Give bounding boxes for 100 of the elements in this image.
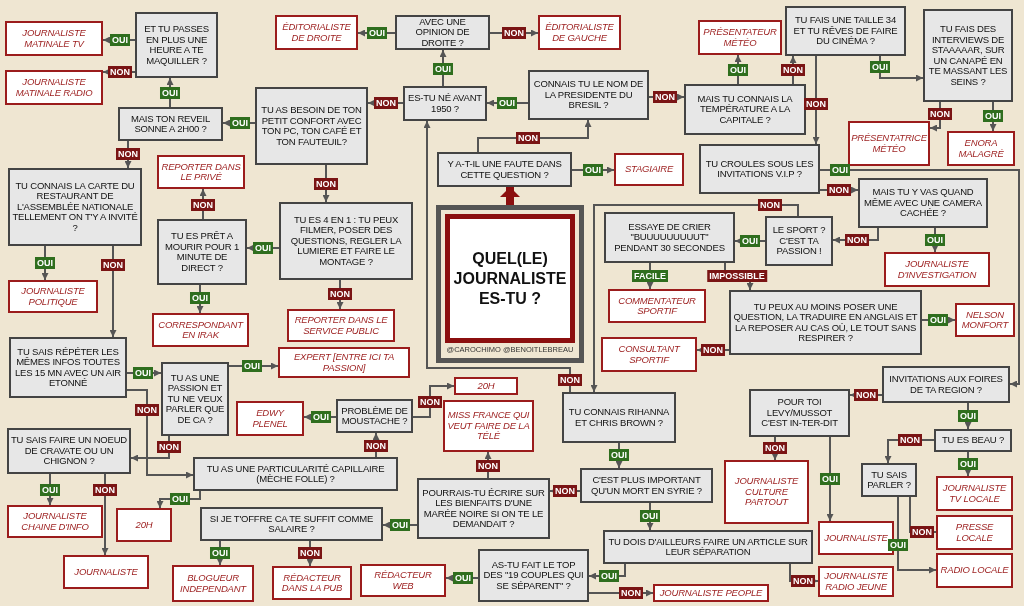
answer-box bbox=[936, 553, 1013, 588]
edge-label: OUI bbox=[190, 292, 210, 304]
answer-box bbox=[955, 303, 1015, 337]
answer-box bbox=[443, 400, 534, 452]
edge-label: NON bbox=[763, 442, 787, 454]
connector-arrow bbox=[336, 279, 344, 310]
edge-label: NON bbox=[558, 374, 582, 386]
answer-box bbox=[698, 20, 782, 55]
answer-box bbox=[8, 280, 98, 313]
edge-label: NON bbox=[314, 178, 338, 190]
answer-text: EXPERT [ENTRE ICI TA PASSION] bbox=[292, 352, 396, 373]
connector-arrow bbox=[322, 164, 330, 203]
answer-text: ÉDITORIALISTE DE DROITE bbox=[281, 22, 352, 43]
connector-arrow bbox=[306, 540, 314, 567]
question-box bbox=[8, 168, 142, 246]
edge-label: NON bbox=[928, 108, 952, 120]
connector-arrow bbox=[897, 496, 937, 574]
answer-box bbox=[172, 565, 254, 602]
answer-box bbox=[947, 131, 1015, 166]
edge-label: OUI bbox=[242, 360, 262, 372]
answer-text: JOURNALISTE MATINALE RADIO bbox=[14, 77, 94, 98]
answer-box bbox=[5, 70, 103, 105]
answer-box bbox=[7, 505, 103, 538]
answer-text: JOURNALISTE bbox=[74, 566, 138, 578]
answer-text: JOURNALISTE PEOPLE bbox=[659, 587, 763, 599]
answer-box bbox=[236, 401, 304, 436]
answer-text: RÉDACTEUR WEB bbox=[373, 570, 433, 591]
answer-box bbox=[275, 15, 358, 50]
edge-label: OUI bbox=[925, 234, 945, 246]
edge-label: OUI bbox=[583, 164, 603, 176]
question-box bbox=[699, 144, 820, 194]
connector-arrow bbox=[484, 451, 492, 479]
connector-arrow bbox=[101, 473, 109, 556]
question-text: TU SAIS FAIRE UN NOEUD DE CRAVATE OU UN CHIGNON ? bbox=[11, 435, 127, 467]
edge-label: NON bbox=[191, 199, 215, 211]
connector-arrow bbox=[819, 169, 1020, 388]
edge-label: OUI bbox=[609, 449, 629, 461]
connector-arrow bbox=[199, 188, 207, 220]
question-box bbox=[749, 389, 850, 437]
edge-label: NON bbox=[476, 460, 500, 472]
answer-box bbox=[614, 153, 684, 186]
answer-box bbox=[272, 566, 352, 600]
title-text: QUEL(LE) JOURNALISTE ES-TU ? bbox=[452, 248, 568, 309]
answer-box bbox=[5, 21, 103, 56]
question-box bbox=[528, 70, 649, 120]
answer-text: JOURNALISTE MATINALE TV bbox=[21, 28, 87, 49]
answer-text: ENORA MALAGRÉ bbox=[957, 138, 1005, 159]
edge-label: NON bbox=[93, 484, 117, 496]
question-text: CONNAIS TU LE NOM DE LA PRESIDENTE DU BRESIL ? bbox=[532, 79, 645, 111]
answer-text: NELSON MONFORT bbox=[960, 309, 1010, 331]
question-box bbox=[861, 463, 917, 497]
answer-text: JOURNALISTE D'INVESTIGATION bbox=[896, 259, 978, 280]
answer-text: MISS FRANCE QUI VEUT FAIRE DE LA TÉLÉ bbox=[447, 410, 530, 442]
question-box bbox=[395, 15, 490, 50]
question-box bbox=[279, 202, 413, 280]
question-text: MAIS TON REVEIL SONNE A 2H00 ? bbox=[130, 113, 211, 135]
answer-box bbox=[608, 289, 706, 323]
edge-label: NON bbox=[364, 440, 388, 452]
edge-label: OUI bbox=[958, 410, 978, 422]
question-box bbox=[580, 468, 713, 503]
edge-label: OUI bbox=[740, 235, 760, 247]
question-box bbox=[923, 9, 1013, 102]
edge-label: NON bbox=[854, 389, 878, 401]
edge-label: NON bbox=[502, 27, 526, 39]
question-text: MAIS TU CONNAIS LA TEMPÉRATURE A LA CAPITALE ? bbox=[696, 93, 794, 126]
edge-label: OUI bbox=[928, 314, 948, 326]
connector-arrow bbox=[590, 204, 799, 393]
question-text: TU FAIS DES INTERVIEWS DE STAAAAAR, SUR UN CANAPÉ EN TE MASSANT LES SEINS ? bbox=[927, 24, 1009, 87]
connector-arrow bbox=[412, 382, 455, 418]
question-box bbox=[157, 219, 247, 285]
question-box bbox=[193, 457, 398, 491]
answer-text: 20H bbox=[135, 519, 153, 531]
answer-text: JOURNALISTE RADIO JEUNE bbox=[823, 571, 889, 592]
question-box bbox=[785, 6, 906, 56]
answer-text: JOURNALISTE bbox=[824, 532, 888, 544]
edge-label: NON bbox=[619, 587, 643, 599]
question-text: POURRAIS-TU ÉCRIRE SUR LES BIENFAITS D'UNE MARÉE NOIRE SI ON TE LE DEMANDAIT ? bbox=[421, 487, 546, 530]
edge-label: OUI bbox=[311, 411, 331, 423]
edge-label: OUI bbox=[888, 539, 908, 551]
answer-text: RADIO LOCALE bbox=[940, 565, 1009, 576]
edge-label: NON bbox=[116, 148, 140, 160]
question-text: MAIS TU Y VAS QUAND MÊME AVEC UNE CAMERA CACHÉE ? bbox=[863, 187, 983, 219]
edge-label: OUI bbox=[870, 61, 890, 73]
connector-arrow bbox=[812, 55, 820, 145]
edge-label: OUI bbox=[160, 87, 180, 99]
edge-label: OUI bbox=[210, 547, 230, 559]
edge-label: OUI bbox=[253, 242, 273, 254]
question-text: TU CROULES SOUS LES INVITATIONS V.I.P ? bbox=[704, 158, 815, 180]
answer-box bbox=[601, 337, 697, 372]
question-box bbox=[200, 507, 383, 541]
edge-label: OUI bbox=[830, 164, 850, 176]
edge-label: OUI bbox=[820, 473, 840, 485]
connector-arrow bbox=[929, 101, 941, 132]
question-text: AVEC UNE OPINION DE DROITE ? bbox=[414, 16, 471, 49]
question-box bbox=[403, 86, 487, 121]
question-text: TU ES 4 EN 1 : TU PEUX FILMER, POSER DES QUESTIONS, REGLER LA LUMIERE ET FAIRE LE MONTAGE ? bbox=[289, 214, 403, 268]
answer-text: PRÉSENTATEUR MÉTÉO bbox=[702, 27, 778, 48]
question-text: INVITATIONS AUX FOIRES DE TA REGION ? bbox=[888, 374, 1004, 395]
answer-text: REPORTER DANS LE SERVICE PUBLIC bbox=[293, 315, 389, 336]
answer-text: EDWY PLENEL bbox=[251, 408, 289, 429]
